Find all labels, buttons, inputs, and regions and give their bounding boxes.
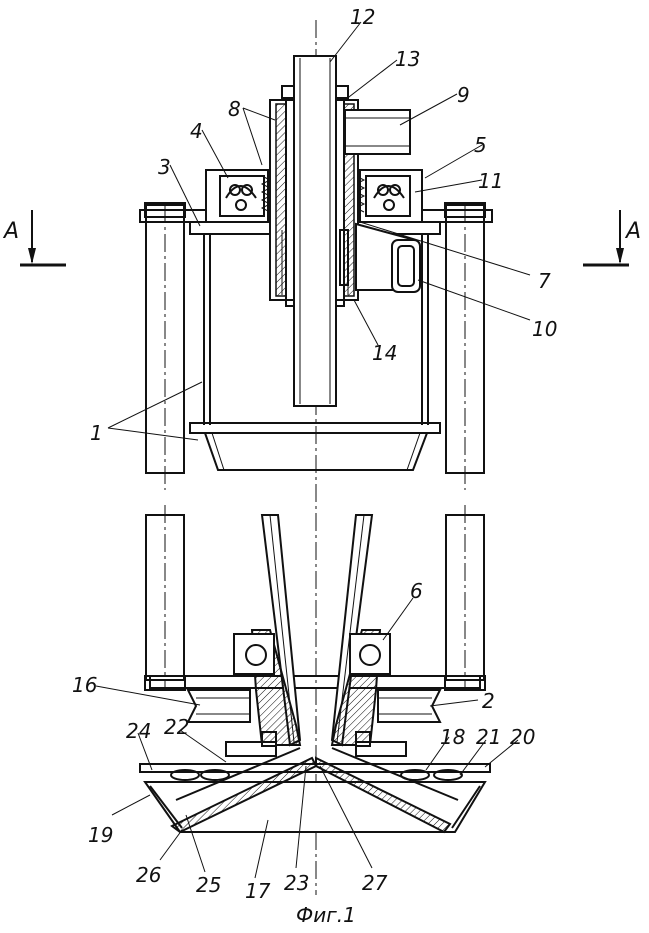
pulley-16 — [188, 690, 250, 722]
figure-caption: Фиг.1 — [296, 903, 356, 927]
label-1: 1 — [90, 421, 103, 445]
label-20: 20 — [510, 725, 535, 749]
bearing-6-left — [234, 634, 274, 674]
label-22: 22 — [164, 715, 189, 739]
label-14: 14 — [372, 341, 397, 365]
label-13: 13 — [395, 47, 420, 71]
label-6: 6 — [410, 579, 423, 603]
label-17: 17 — [245, 879, 271, 903]
lower-assembly — [140, 505, 490, 832]
bearing-6-right — [350, 634, 390, 674]
pipe-9 — [345, 110, 410, 154]
label-8: 8 — [228, 97, 241, 121]
label-25: 25 — [196, 873, 221, 897]
section-marker-right: А — [583, 210, 641, 265]
label-10: 10 — [532, 317, 557, 341]
label-12: 12 — [350, 5, 375, 29]
label-2: 2 — [482, 689, 495, 713]
label-7: 7 — [538, 269, 551, 293]
section-label-right: А — [624, 219, 641, 244]
part-10 — [392, 240, 420, 292]
label-26: 26 — [136, 863, 161, 887]
label-16: 16 — [72, 673, 97, 697]
label-9: 9 — [457, 83, 470, 107]
label-21: 21 — [476, 725, 501, 749]
base-plate — [150, 676, 480, 688]
label-24: 24 — [126, 719, 151, 743]
label-5: 5 — [474, 133, 487, 157]
label-3: 3 — [158, 155, 171, 179]
section-marker-left: А — [2, 210, 66, 265]
label-27: 27 — [362, 871, 388, 895]
label-18: 18 — [440, 725, 465, 749]
label-4: 4 — [190, 119, 203, 143]
label-23: 23 — [284, 871, 309, 895]
section-label-left: А — [2, 219, 19, 244]
label-11: 11 — [478, 169, 503, 193]
label-19: 19 — [88, 823, 113, 847]
